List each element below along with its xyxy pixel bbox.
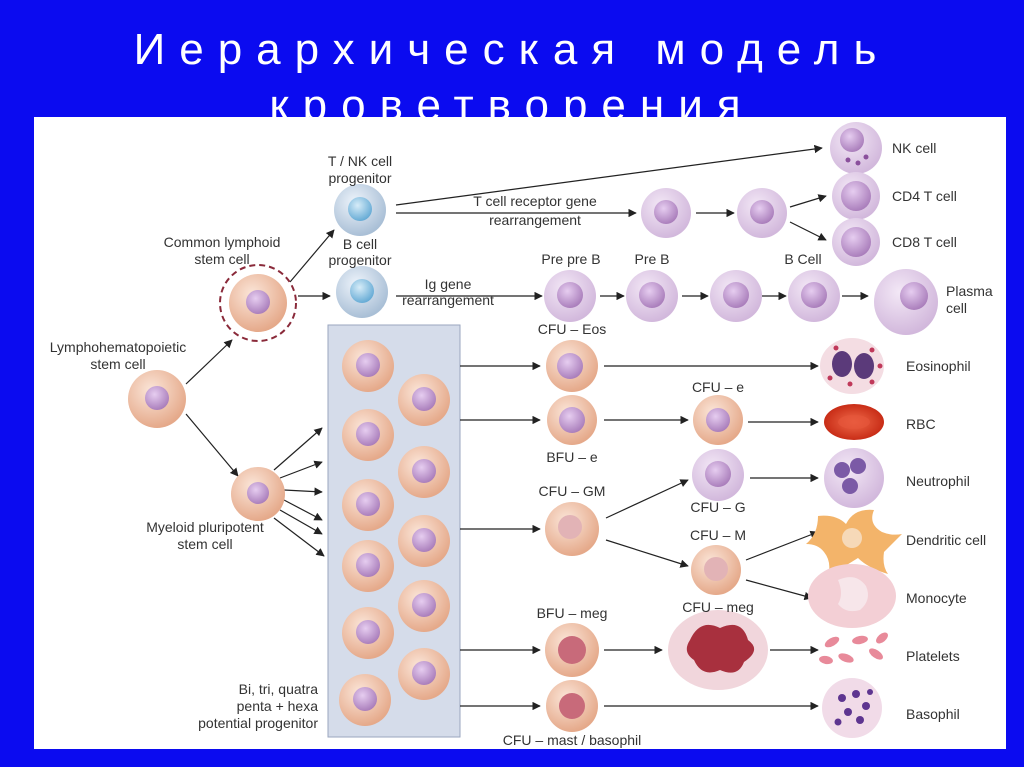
b-cell-label: B Cell xyxy=(784,251,821,267)
monocyte-label: Monocyte xyxy=(906,590,967,606)
nk-cell xyxy=(830,122,882,174)
neutrophil-label: Neutrophil xyxy=(906,473,970,489)
common-lymphoid-highlight xyxy=(219,264,297,342)
bfu-e-label: BFU – e xyxy=(546,449,598,465)
cfu-meg-cell xyxy=(668,610,768,690)
dendritic-cell xyxy=(806,509,902,576)
plasma-cell xyxy=(874,269,938,335)
b-progenitor-label-2: progenitor xyxy=(328,252,391,268)
slide-title: Иерархическая модель кроветворения xyxy=(0,22,1024,134)
cd8-t-cell xyxy=(832,218,880,266)
tnk-progenitor-label-2: progenitor xyxy=(328,170,391,186)
bi-tri-label-2: penta + hexa xyxy=(237,698,319,714)
bi-tri-label-3: potential progenitor xyxy=(198,715,318,731)
basophil-label: Basophil xyxy=(906,706,960,722)
cfu-mast-cell xyxy=(546,680,598,732)
platelets-cells xyxy=(819,632,888,665)
nk-cell-label: NK cell xyxy=(892,140,936,156)
pre-pre-b-label: Pre pre B xyxy=(541,251,600,267)
cd8-label: CD8 T cell xyxy=(892,234,957,250)
myeloid-label-1: Myeloid pluripotent xyxy=(146,519,264,535)
plasma-label-1: Plasma xyxy=(946,283,993,299)
bi-tri-label-1: Bi, tri, quatra xyxy=(239,681,319,697)
lymphohematopoietic-stem-cell xyxy=(128,370,186,428)
b-progenitor-cell xyxy=(336,266,388,318)
cfu-eos-cell xyxy=(546,340,598,392)
ig-label-2: rearrangement xyxy=(402,292,494,308)
cfu-mast-label: CFU – mast / basophil xyxy=(503,732,642,748)
cfu-e-label: CFU – e xyxy=(692,379,744,395)
dendritic-label: Dendritic cell xyxy=(906,532,986,548)
cfu-m-cell xyxy=(691,545,741,595)
basophil-cell xyxy=(822,678,882,738)
cfu-gm-label: CFU – GM xyxy=(539,483,606,499)
t-lineage-cells xyxy=(641,188,787,238)
arrows xyxy=(185,144,869,711)
cd4-label: CD4 T cell xyxy=(892,188,957,204)
common-lymphoid-label-1: Common lymphoid xyxy=(164,234,281,250)
tnk-progenitor-cell xyxy=(334,184,386,236)
tcr-label-2: rearrangement xyxy=(489,212,581,228)
cfu-gm-cell xyxy=(545,502,599,556)
myeloid-stem-cell xyxy=(231,467,285,521)
rbc-cell xyxy=(824,404,884,440)
bfu-e-cell xyxy=(547,395,597,445)
cd4-t-cell xyxy=(832,172,880,220)
myeloid-label-2: stem cell xyxy=(177,536,232,552)
common-lymphoid-stem-cell xyxy=(229,274,287,332)
cfu-meg-label: CFU – meg xyxy=(682,599,754,615)
bfu-meg-label: BFU – meg xyxy=(537,605,608,621)
common-lymphoid-label-2: stem cell xyxy=(194,251,249,267)
plasma-label-2: cell xyxy=(946,300,967,316)
cfu-e-cell xyxy=(693,395,743,445)
lympho-stem-label-2: stem cell xyxy=(90,356,145,372)
cfu-eos-label: CFU – Eos xyxy=(538,321,606,337)
platelets-label: Platelets xyxy=(906,648,960,664)
eosinophil-cell xyxy=(820,338,884,394)
b-progenitor-label-1: B cell xyxy=(343,236,377,252)
ig-label-1: Ig gene xyxy=(425,276,472,292)
cfu-g-label: CFU – G xyxy=(690,499,745,515)
lympho-stem-label-1: Lymphohematopoietic xyxy=(50,339,186,355)
rbc-label: RBC xyxy=(906,416,936,432)
neutrophil-cell xyxy=(824,448,884,508)
monocyte-cell xyxy=(808,564,896,628)
progenitor-cells xyxy=(339,340,450,726)
tcr-label-1: T cell receptor gene xyxy=(473,193,597,209)
cfu-g-cell xyxy=(692,449,744,501)
eosinophil-label: Eosinophil xyxy=(906,358,971,374)
cfu-m-label: CFU – M xyxy=(690,527,746,543)
title-line-1: Иерархическая модель xyxy=(133,25,891,74)
b-lineage-cells xyxy=(544,270,840,322)
pre-b-label: Pre B xyxy=(634,251,669,267)
bfu-meg-cell xyxy=(545,623,599,677)
tnk-progenitor-label-1: T / NK cell xyxy=(328,153,392,169)
